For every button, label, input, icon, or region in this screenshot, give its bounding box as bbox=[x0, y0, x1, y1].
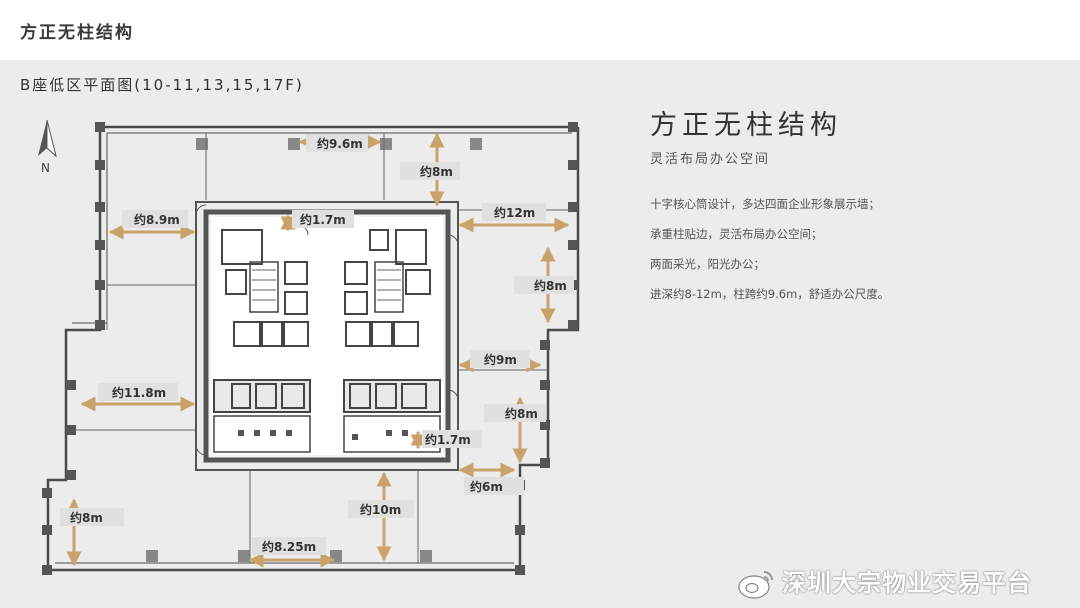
dim-label-1-7m-top: 约1.7m bbox=[300, 212, 346, 227]
dim-label-11-8m: 约11.8m bbox=[112, 385, 166, 400]
info-line-3: 两面采光，阳光办公； bbox=[650, 257, 765, 271]
info-line-2: 承重柱贴边，灵活布局办公空间； bbox=[650, 227, 823, 241]
dim-label-10m: 约10m bbox=[360, 502, 401, 517]
watermark-text: 深圳大宗物业交易平台 bbox=[782, 569, 1032, 597]
info-heading: 方正无柱结构 bbox=[650, 110, 842, 141]
north-arrow-icon: N bbox=[38, 119, 57, 175]
top-bar: 方正无柱结构 bbox=[0, 0, 1080, 60]
dim-label-8m-top: 约8m bbox=[420, 164, 453, 179]
dim-label-6m: 约6m bbox=[470, 479, 503, 494]
core-tube bbox=[195, 201, 459, 471]
content-panel bbox=[0, 60, 1080, 608]
dim-label-8-9m: 约8.9m bbox=[134, 212, 180, 227]
dim-label-8m-mid: 约8m bbox=[505, 406, 538, 421]
info-subheading: 灵活布局办公空间 bbox=[650, 152, 771, 167]
dim-label-1-7m-bottom: 约1.7m bbox=[425, 432, 471, 447]
dim-label-12m: 约12m bbox=[494, 205, 535, 220]
info-line-1: 十字核心筒设计，多达四面企业形象展示墙； bbox=[650, 197, 880, 211]
dim-label-8m-left: 约8m bbox=[70, 510, 103, 525]
dim-label-8m-right: 约8m bbox=[534, 278, 567, 293]
dim-label-9-6m: 约9.6m bbox=[317, 136, 363, 151]
plan-caption: B座低区平面图(10-11,13,15,17F) bbox=[20, 76, 304, 94]
dimension-labels: 约9.6m 约8m 约8.9m 约1.7m 约12m 约8m 约9m 约11.8… bbox=[60, 134, 574, 555]
dim-label-8-25m: 约8.25m bbox=[262, 539, 316, 554]
weibo-logo-icon bbox=[738, 571, 773, 599]
info-line-4: 进深约8-12m，柱跨约9.6m，舒适办公尺度。 bbox=[650, 287, 890, 301]
page-title: 方正无柱结构 bbox=[20, 23, 134, 43]
north-label: N bbox=[41, 161, 50, 175]
dim-label-9m: 约9m bbox=[484, 352, 517, 367]
